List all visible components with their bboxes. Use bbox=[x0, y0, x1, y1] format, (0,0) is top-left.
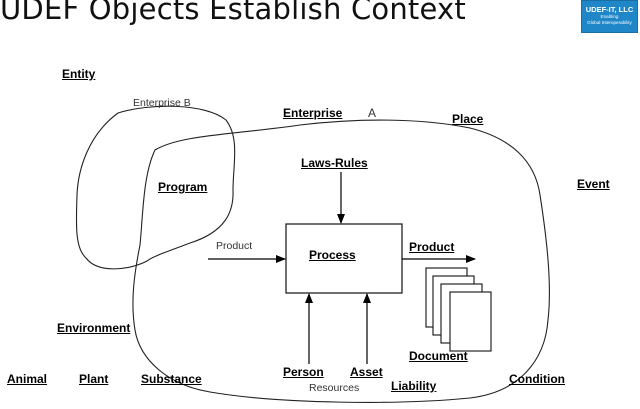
process-box bbox=[285, 223, 403, 294]
label-liability: Liability bbox=[391, 379, 437, 393]
label-asset: Asset bbox=[350, 365, 383, 379]
label-program: Program bbox=[158, 180, 208, 194]
page-title: UDEF Objects Establish Context bbox=[0, 0, 466, 26]
company-logo: UDEF-IT, LLC Enabling Global Interoperab… bbox=[581, 0, 638, 33]
document-stack-icon bbox=[425, 267, 492, 352]
logo-name: UDEF-IT, LLC bbox=[585, 5, 634, 14]
label-environment: Environment bbox=[57, 321, 131, 335]
label-product-out: Product bbox=[409, 240, 455, 254]
label-condition: Condition bbox=[509, 372, 565, 386]
enterprise-a-boundary bbox=[132, 119, 550, 403]
logo-tagline-1: Enabling bbox=[600, 14, 619, 19]
enterprise-b-boundary bbox=[75, 105, 236, 270]
label-enterprise-b: Enterprise B bbox=[133, 97, 191, 109]
label-document: Document bbox=[409, 349, 468, 363]
label-process: Process bbox=[309, 248, 356, 262]
label-product-in: Product bbox=[216, 240, 253, 252]
label-laws-rules: Laws-Rules bbox=[301, 156, 368, 170]
label-plant: Plant bbox=[79, 372, 109, 386]
label-event: Event bbox=[577, 177, 610, 191]
label-enterprise-a: A bbox=[368, 106, 377, 120]
label-resources: Resources bbox=[309, 382, 360, 394]
label-person: Person bbox=[283, 365, 324, 379]
logo-tagline-2: Global Interoperability bbox=[587, 19, 632, 25]
label-enterprise: Enterprise bbox=[283, 106, 343, 120]
label-place: Place bbox=[452, 112, 484, 126]
label-entity: Entity bbox=[62, 67, 96, 81]
label-substance: Substance bbox=[141, 372, 202, 386]
label-animal: Animal bbox=[7, 372, 48, 386]
